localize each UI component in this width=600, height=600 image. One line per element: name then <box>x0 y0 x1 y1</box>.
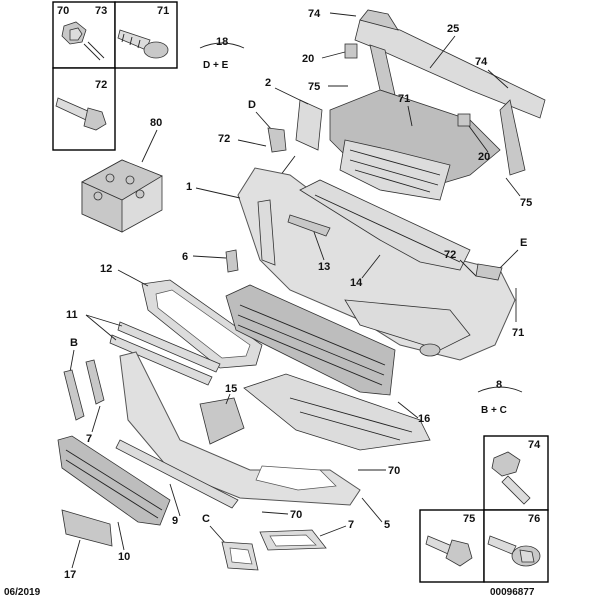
callout-8: 8 <box>496 379 502 391</box>
bolt-76-drawing <box>487 535 541 567</box>
undertray-16 <box>243 373 431 451</box>
bumper-cover-1 <box>237 167 516 361</box>
callout-11: 11 <box>66 309 78 321</box>
diagram-reference: 00096877 <box>490 587 535 598</box>
callout-71-d: 71 <box>512 327 524 339</box>
clip-kit-80 <box>81 159 163 233</box>
strip-11-a <box>117 321 221 373</box>
bolt-75-drawing <box>425 535 473 567</box>
bolt-72-drawing <box>55 97 107 131</box>
callout-e: E <box>520 237 527 249</box>
callout-70-mid: 70 <box>388 465 400 477</box>
absorber-14 <box>299 179 471 271</box>
callout-7-a: 7 <box>86 433 92 445</box>
callout-80: 80 <box>150 117 162 129</box>
bracket-b-2 <box>85 359 105 405</box>
callout-10: 10 <box>118 551 130 563</box>
callout-72-top: 72 <box>95 79 107 91</box>
screw-71-drawing <box>117 29 169 59</box>
callout-b: B <box>70 337 78 349</box>
callout-18: 18 <box>216 36 228 48</box>
callout-20-a: 20 <box>302 53 314 65</box>
clip-20-b <box>457 113 471 127</box>
callout-75-c: 75 <box>463 513 475 525</box>
callout-d-plus-e: D + E <box>203 60 229 71</box>
callout-72-b: 72 <box>218 133 230 145</box>
callout-73: 73 <box>95 5 107 17</box>
bracket-d <box>267 127 287 153</box>
callout-70-low: 70 <box>290 509 302 521</box>
bracket-15 <box>199 397 245 445</box>
callout-74-a: 74 <box>308 8 321 20</box>
bolt-74-drawing <box>491 451 531 505</box>
callout-d: D <box>248 99 256 111</box>
fastener-box-74 <box>483 435 549 511</box>
lower-strip <box>115 439 239 509</box>
callout-74-b: 74 <box>475 56 488 68</box>
callout-74-c: 74 <box>528 439 541 451</box>
callout-75-a: 75 <box>308 81 320 93</box>
trim-13 <box>287 214 331 237</box>
callout-17: 17 <box>64 569 76 581</box>
reinforcement-beam-25 <box>354 9 546 176</box>
lower-grille-16 <box>225 284 396 396</box>
callout-b-plus-c: B + C <box>481 405 507 416</box>
part-6 <box>225 249 239 273</box>
clip-20-a <box>344 43 358 59</box>
callout-13: 13 <box>318 261 330 273</box>
diagram-date: 06/2019 <box>4 587 41 598</box>
callout-14: 14 <box>350 277 363 289</box>
callout-7-b: 7 <box>348 519 354 531</box>
callout-71-b: 71 <box>398 93 410 105</box>
bracket-e <box>475 263 503 281</box>
trim-frame-12 <box>141 279 263 369</box>
callout-71-top: 71 <box>157 5 169 17</box>
callout-5: 5 <box>384 519 390 531</box>
callout-6: 6 <box>182 251 188 263</box>
callout-20-b: 20 <box>478 151 490 163</box>
bracket-b <box>63 369 85 421</box>
callout-12: 12 <box>100 263 112 275</box>
callout-72-c: 72 <box>444 249 456 261</box>
callout-16: 16 <box>418 413 430 425</box>
callout-9: 9 <box>172 515 178 527</box>
strip-11-b <box>109 334 213 386</box>
callout-c: C <box>202 513 210 525</box>
callout-70-top: 70 <box>57 5 69 17</box>
upper-grille-2 <box>295 89 501 201</box>
callout-25: 25 <box>447 23 459 35</box>
callout-76: 76 <box>528 513 540 525</box>
callout-2: 2 <box>265 77 271 89</box>
bolt-70-73-drawing <box>61 21 105 61</box>
plate-17 <box>61 509 113 547</box>
lower-grille-10 <box>57 435 171 526</box>
callout-1: 1 <box>186 181 192 193</box>
callout-75-b: 75 <box>520 197 532 209</box>
lower-cover-9 <box>119 351 361 506</box>
callout-15: 15 <box>225 383 237 395</box>
